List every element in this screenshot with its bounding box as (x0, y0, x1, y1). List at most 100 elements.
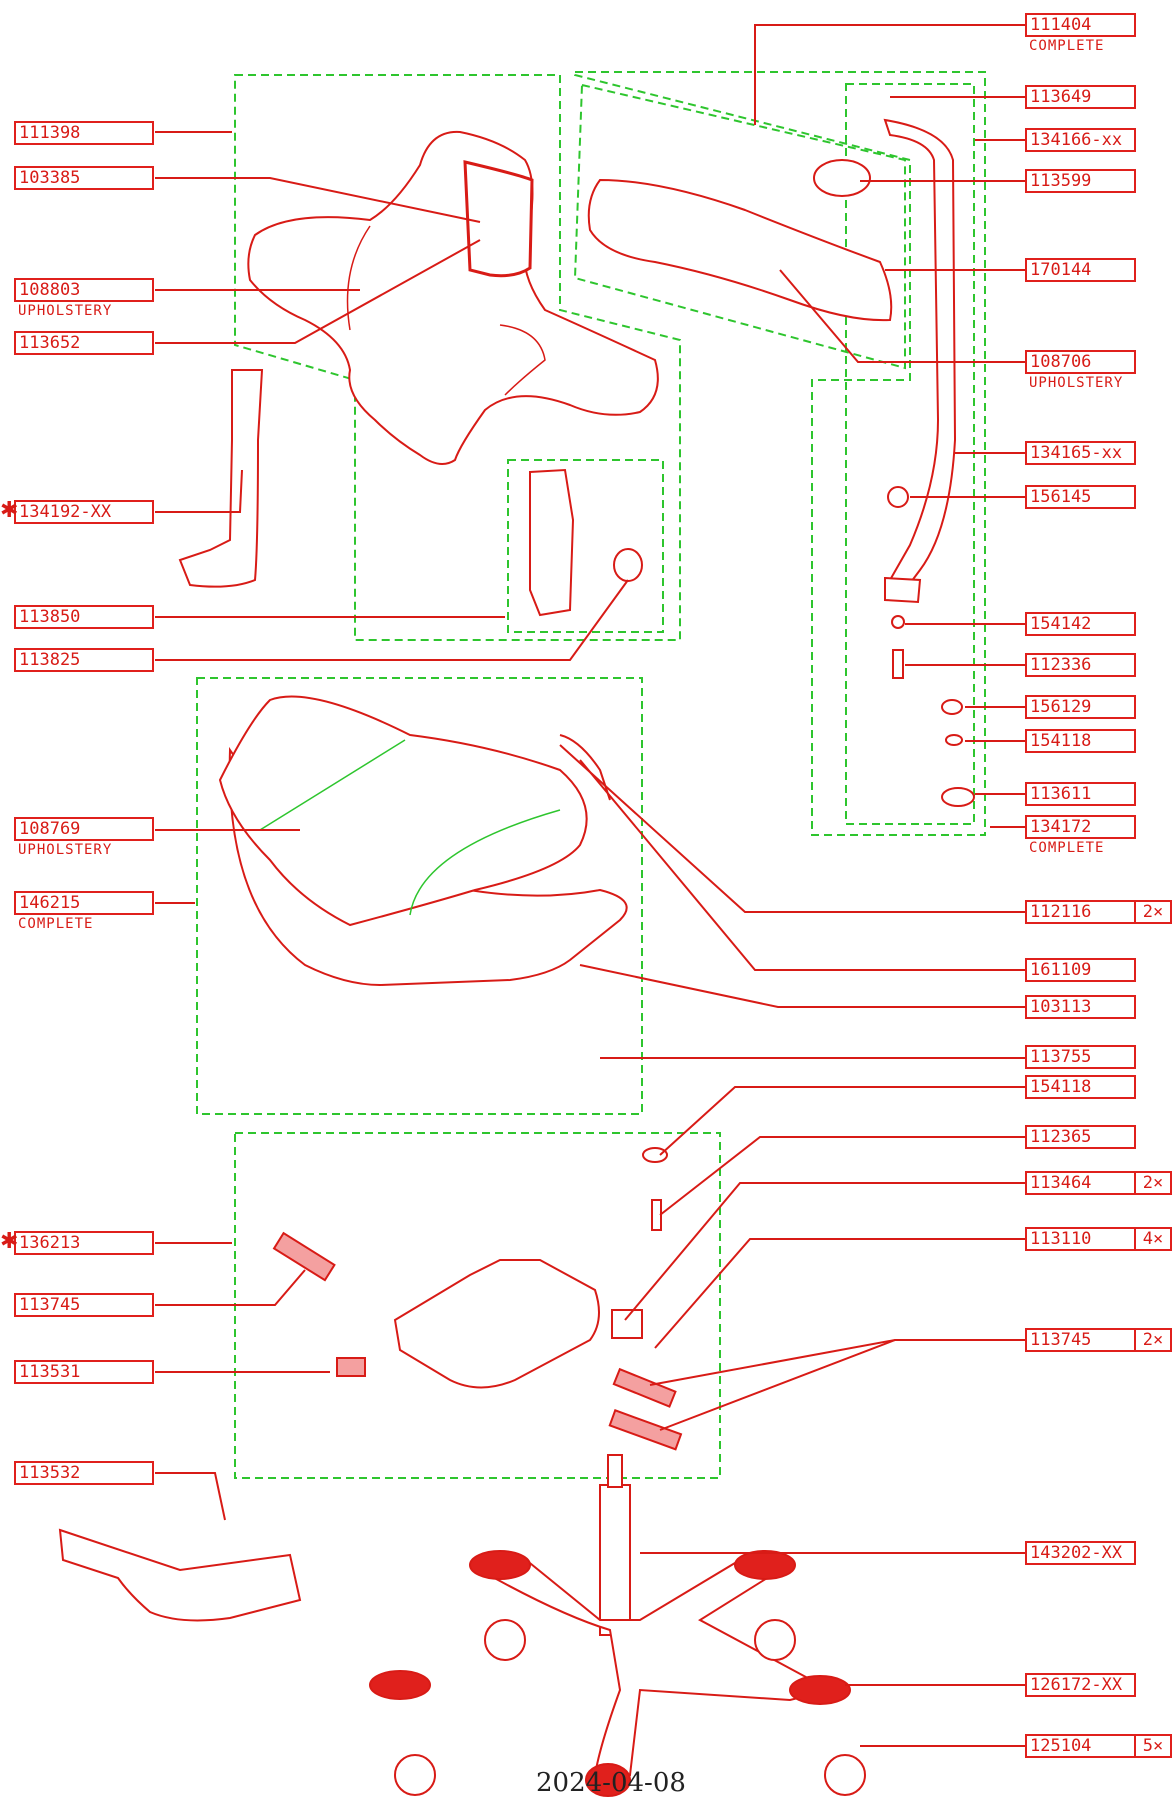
hanger-bracket (178, 369, 264, 588)
seat-rail (559, 734, 611, 801)
mechanism-plate (393, 1259, 600, 1389)
part-number-label: 103385 (14, 166, 154, 190)
cylinder-top (607, 1454, 623, 1488)
arm-bracket (884, 576, 922, 604)
part-number-label: 134166-xx (1025, 128, 1136, 152)
part-note: COMPLETE (1029, 38, 1105, 54)
five-star-base (477, 1553, 833, 1776)
part-number-label: 154142 (1025, 612, 1136, 636)
glide (941, 787, 975, 807)
part-number-label: 113110 (1025, 1227, 1136, 1251)
part-number-label: 113825 (14, 648, 154, 672)
caster (754, 1619, 796, 1661)
part-number-label: 161109 (1025, 958, 1136, 982)
part-number-label: 112336 (1025, 653, 1136, 677)
lumbar-subgroup-outline (507, 459, 664, 633)
date-stamp: 2024-04-08 (536, 1768, 686, 1798)
part-number-label: 134172 (1025, 815, 1136, 839)
part-number-label: 156129 (1025, 695, 1136, 719)
small-cap (336, 1357, 366, 1377)
part-number-label: 134192-XX (14, 500, 154, 524)
armrest-cap (813, 159, 871, 197)
seam (346, 225, 371, 331)
part-number-label: 126172-XX (1025, 1673, 1136, 1697)
foot-pad (789, 1675, 851, 1705)
backrest-shell (247, 130, 659, 465)
gas-cylinder (599, 1484, 631, 1636)
lumbar-knob (613, 548, 643, 582)
quantity-label: 4× (1136, 1227, 1172, 1251)
part-number-label: 146215 (14, 891, 154, 915)
washer (945, 734, 963, 746)
part-number-label: 136213 (14, 1231, 154, 1255)
quantity-label: 2× (1136, 1171, 1172, 1195)
nut (941, 699, 963, 715)
clip (611, 1309, 643, 1339)
part-number-label: 108803 (14, 278, 154, 302)
quantity-label: 2× (1136, 1328, 1172, 1352)
washer (891, 615, 905, 629)
screw (651, 1199, 662, 1231)
part-number-label: 113755 (1025, 1045, 1136, 1069)
lever-handle (608, 1409, 683, 1451)
part-note: COMPLETE (18, 916, 94, 932)
part-number-label: 111398 (14, 121, 154, 145)
part-note: UPHOLSTERY (18, 303, 113, 319)
part-number-label: 113532 (14, 1461, 154, 1485)
caster (394, 1754, 436, 1796)
part-number-label: 113599 (1025, 169, 1136, 193)
armrest-pad-outline (573, 83, 906, 370)
foot-pad (585, 1763, 631, 1797)
part-number-label: 112116 (1025, 900, 1136, 924)
part-note: UPHOLSTERY (1029, 375, 1124, 391)
part-number-label: 113649 (1025, 85, 1136, 109)
part-number-label: 113850 (14, 605, 154, 629)
part-number-label: 112365 (1025, 1125, 1136, 1149)
part-number-label: 113745 (1025, 1328, 1136, 1352)
part-number-label: 134165-xx (1025, 441, 1136, 465)
asterisk-icon: ✱ (0, 498, 19, 523)
part-number-label: 143202-XX (1025, 1541, 1136, 1565)
armrest-group-outline (574, 71, 986, 836)
armrest-pad (587, 178, 893, 322)
asterisk-icon: ✱ (0, 1229, 19, 1254)
caster (484, 1619, 526, 1661)
quantity-label: 2× (1136, 900, 1172, 924)
part-number-label: 156145 (1025, 485, 1136, 509)
foot-pad (369, 1670, 431, 1700)
quantity-label: 5× (1136, 1734, 1172, 1758)
seam (499, 324, 546, 396)
backrest-group-outline (234, 74, 681, 641)
part-number-label: 111404 (1025, 13, 1136, 37)
arm-post (883, 118, 957, 592)
lumbar-pad (529, 468, 575, 617)
lever-handle (612, 1367, 677, 1408)
part-number-label: 108769 (14, 817, 154, 841)
washer (887, 486, 909, 508)
lever-handle (272, 1231, 336, 1282)
part-number-label: 154118 (1025, 729, 1136, 753)
part-number-label: 170144 (1025, 258, 1136, 282)
part-number-label: 113611 (1025, 782, 1136, 806)
backrest-frame (463, 160, 534, 278)
part-number-label: 154118 (1025, 1075, 1136, 1099)
part-number-label: 113531 (14, 1360, 154, 1384)
leader-lines (155, 24, 1025, 1747)
part-note: COMPLETE (1029, 840, 1105, 856)
bolt (892, 649, 904, 679)
seam (409, 809, 561, 916)
washer (642, 1147, 668, 1163)
part-number-label: 113464 (1025, 1171, 1136, 1195)
part-note: UPHOLSTERY (18, 842, 113, 858)
part-number-label: 108706 (1025, 350, 1136, 374)
part-number-label: 113652 (14, 331, 154, 355)
part-number-label: 103113 (1025, 995, 1136, 1019)
foot-pad (734, 1550, 796, 1580)
seam (259, 739, 406, 831)
part-number-label: 113745 (14, 1293, 154, 1317)
base-tray (58, 1528, 302, 1622)
foot-pad (469, 1550, 531, 1580)
caster (824, 1754, 866, 1796)
